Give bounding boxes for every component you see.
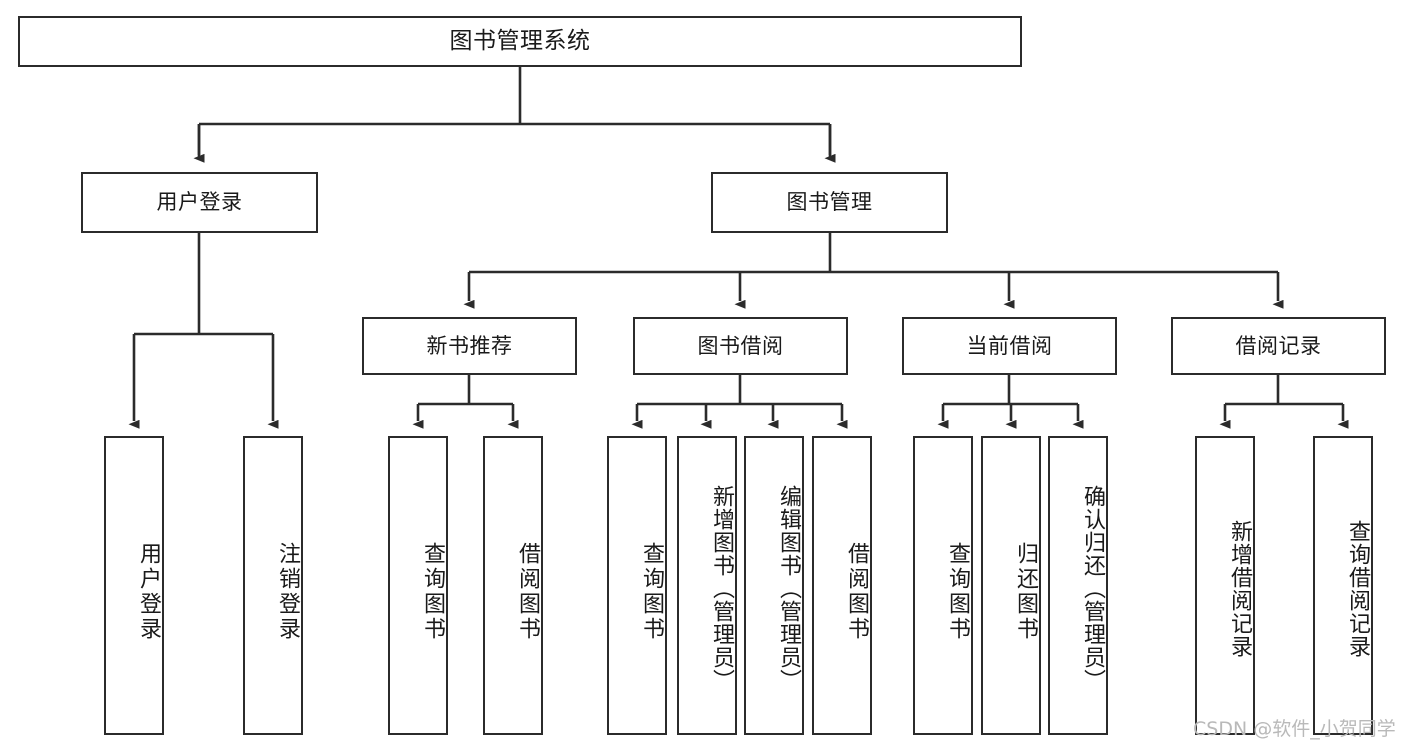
- leaf-record-add-record-label: 新增借阅记录: [1227, 519, 1252, 658]
- leaf-recommend-query-book[interactable]: 查询图书: [388, 436, 448, 735]
- node-book-borrow[interactable]: 图书借阅: [633, 317, 848, 375]
- leaf-logout-login[interactable]: 注销登录: [243, 436, 303, 735]
- leaf-borrow-borrow-book[interactable]: 借阅图书: [812, 436, 872, 735]
- leaf-record-query-record-label: 查询借阅记录: [1345, 519, 1370, 658]
- leaf-record-add-record[interactable]: 新增借阅记录: [1195, 436, 1255, 735]
- node-root[interactable]: 图书管理系统: [18, 16, 1022, 67]
- node-user-login[interactable]: 用户登录: [81, 172, 318, 233]
- leaf-borrow-borrow-book-label: 借阅图书: [844, 541, 869, 642]
- leaf-user-login[interactable]: 用户登录: [104, 436, 164, 735]
- leaf-current-return-book[interactable]: 归还图书: [981, 436, 1041, 735]
- node-book-management-label: 图书管理: [786, 190, 873, 215]
- leaf-current-query-book-label: 查询图书: [945, 541, 970, 642]
- node-new-book-recommend[interactable]: 新书推荐: [362, 317, 577, 375]
- node-borrow-record[interactable]: 借阅记录: [1171, 317, 1386, 375]
- leaf-borrow-query-book-label: 查询图书: [639, 541, 664, 642]
- leaf-recommend-query-book-label: 查询图书: [420, 541, 445, 642]
- leaf-record-query-record[interactable]: 查询借阅记录: [1313, 436, 1373, 735]
- leaf-current-return-book-label: 归还图书: [1013, 541, 1038, 642]
- node-root-label: 图书管理系统: [449, 28, 591, 55]
- node-new-book-recommend-label: 新书推荐: [426, 333, 513, 358]
- leaf-borrow-query-book[interactable]: 查询图书: [607, 436, 667, 735]
- leaf-borrow-add-book-label: 新增图书（管理员）: [709, 485, 734, 692]
- node-current-borrow-label: 当前借阅: [966, 333, 1053, 358]
- leaf-borrow-edit-book[interactable]: 编辑图书（管理员）: [744, 436, 804, 735]
- leaf-recommend-borrow-book-label: 借阅图书: [515, 541, 540, 642]
- node-current-borrow[interactable]: 当前借阅: [902, 317, 1117, 375]
- leaf-recommend-borrow-book[interactable]: 借阅图书: [483, 436, 543, 735]
- leaf-borrow-add-book[interactable]: 新增图书（管理员）: [677, 436, 737, 735]
- leaf-current-confirm-return[interactable]: 确认归还（管理员）: [1048, 436, 1108, 735]
- node-book-management[interactable]: 图书管理: [711, 172, 948, 233]
- node-user-login-label: 用户登录: [156, 190, 243, 215]
- leaf-borrow-edit-book-label: 编辑图书（管理员）: [776, 485, 801, 692]
- csdn-watermark: CSDN @软件_小贺同学: [1193, 718, 1396, 740]
- leaf-logout-login-label: 注销登录: [275, 541, 300, 642]
- leaf-user-login-label: 用户登录: [136, 541, 161, 642]
- leaf-current-confirm-return-label: 确认归还（管理员）: [1080, 485, 1105, 692]
- node-book-borrow-label: 图书借阅: [697, 333, 784, 358]
- node-borrow-record-label: 借阅记录: [1235, 333, 1322, 358]
- leaf-current-query-book[interactable]: 查询图书: [913, 436, 973, 735]
